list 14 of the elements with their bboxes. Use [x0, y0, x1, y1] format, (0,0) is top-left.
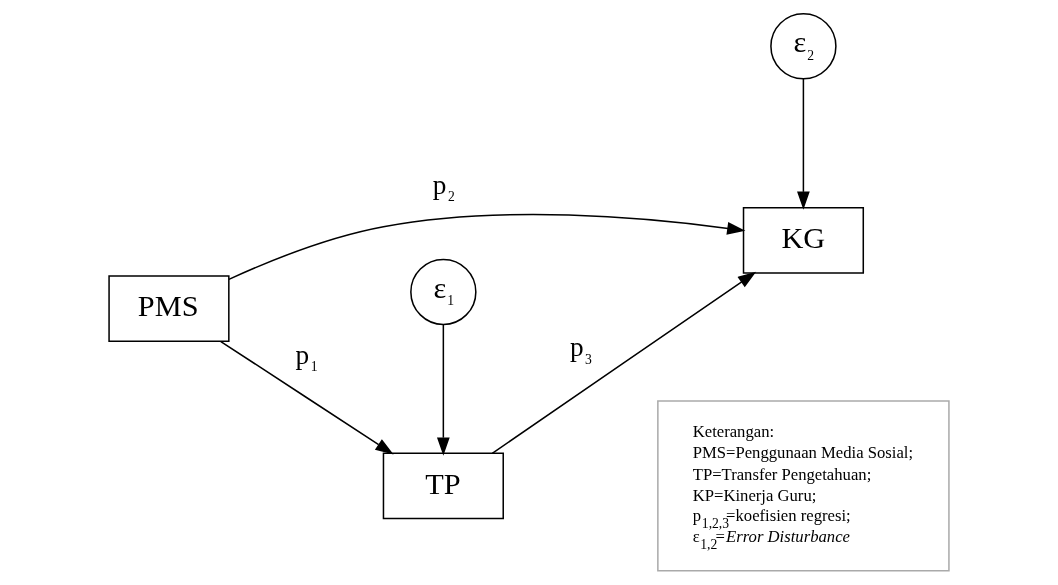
- node-box: Keterangan: PMS=Penggunaan Media Sosial; TP=Transfer Pengetahuan; KP=Kinerja Guru; p$_{1,2,3}$=koefisien regresi; ε$_{1,2}$=Error Disturbance: [657, 400, 950, 572]
- arrow: [797, 78, 810, 210]
- node-box: TP: [382, 452, 504, 520]
- arrow: [436, 323, 450, 456]
- edge-label: p$_{3}$: [569, 332, 592, 367]
- node-box: KG: [742, 207, 865, 274]
- arrow: [220, 340, 394, 455]
- node-box: PMS: [108, 275, 230, 342]
- arrow: [228, 213, 746, 281]
- arrow: [491, 271, 757, 455]
- edge-label: p$_{2}$: [432, 169, 455, 205]
- node-circle: ε$_{2}$: [770, 13, 837, 80]
- node-circle: ε$_{1}$: [410, 258, 477, 326]
- edge-label: p$_{1}$: [295, 339, 318, 375]
